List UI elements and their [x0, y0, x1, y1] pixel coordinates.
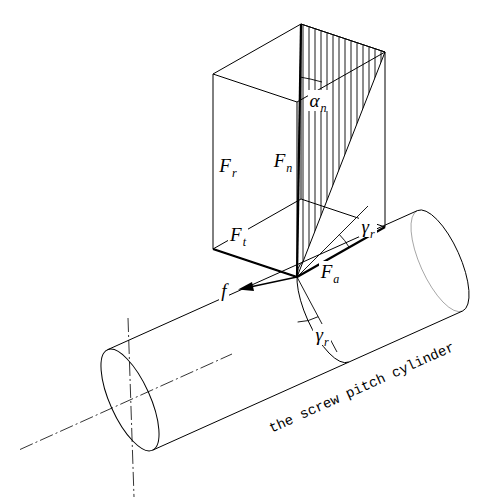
axis-line	[20, 354, 232, 450]
cylinder-end	[411, 211, 463, 312]
cylinder-edge	[153, 311, 463, 450]
normal-force	[297, 24, 301, 277]
force-label: Ft	[228, 224, 248, 245]
force-vector	[213, 24, 385, 277]
pitch-cylinder	[89, 210, 469, 458]
cylinder-label: the screw pitch cylinder	[265, 338, 459, 437]
angle-label: αn	[308, 90, 329, 111]
cylinder-edge	[107, 211, 417, 350]
centre-line	[20, 318, 232, 497]
angle-label: γr	[313, 324, 330, 345]
force-box	[213, 24, 385, 277]
cylinder-end	[417, 210, 469, 311]
force-label: Fr	[217, 155, 238, 176]
tangential-force	[213, 249, 297, 277]
friction-arrow	[238, 277, 297, 291]
centre-line	[128, 318, 134, 497]
normal-plane-hatch	[297, 24, 385, 277]
angle-mark	[297, 77, 368, 352]
helix-tangent	[297, 277, 337, 352]
force-label: Fa	[319, 261, 342, 282]
force-label: Fn	[272, 150, 295, 171]
friction-label: f	[219, 280, 228, 301]
angle-label: γr	[359, 216, 376, 237]
